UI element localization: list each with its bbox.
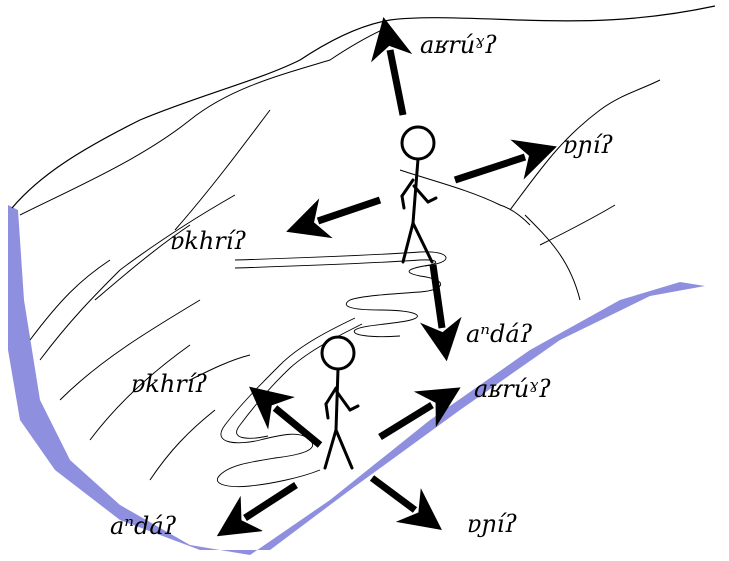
stick-figure-lower xyxy=(320,335,360,470)
label-upper-right: ɐɲíʔ xyxy=(563,131,614,159)
label-lower-right: aʁrúˠʔ xyxy=(474,375,552,403)
arrow-right-lower xyxy=(378,387,461,440)
arrow-left-upper xyxy=(286,196,382,239)
arrow-up-upper xyxy=(371,17,413,116)
hillside-outline xyxy=(11,5,716,209)
stick-figure-upper xyxy=(400,125,438,264)
arrow-downright-lower xyxy=(369,475,442,531)
ridge-lines xyxy=(29,79,661,481)
arrow-down-upper xyxy=(420,264,462,362)
label-upper-up: aʁrúˠʔ xyxy=(420,31,498,59)
arrow-river-flow xyxy=(251,521,274,546)
label-upper-left: ɐkhríʔ xyxy=(170,227,247,255)
direction-arrows xyxy=(216,17,557,537)
label-lower-downleft: aⁿdáʔ xyxy=(110,512,177,540)
label-lower-downright: ɐɲíʔ xyxy=(467,510,518,538)
label-upper-down: aⁿdáʔ xyxy=(466,320,533,348)
label-lower-left: ɐkhríʔ xyxy=(131,370,208,398)
arrow-downleft-lower xyxy=(216,482,298,537)
arrow-right-upper xyxy=(453,139,557,184)
arrow-left-lower xyxy=(249,386,323,448)
river xyxy=(8,205,705,555)
hillside-edge-right xyxy=(19,29,383,216)
